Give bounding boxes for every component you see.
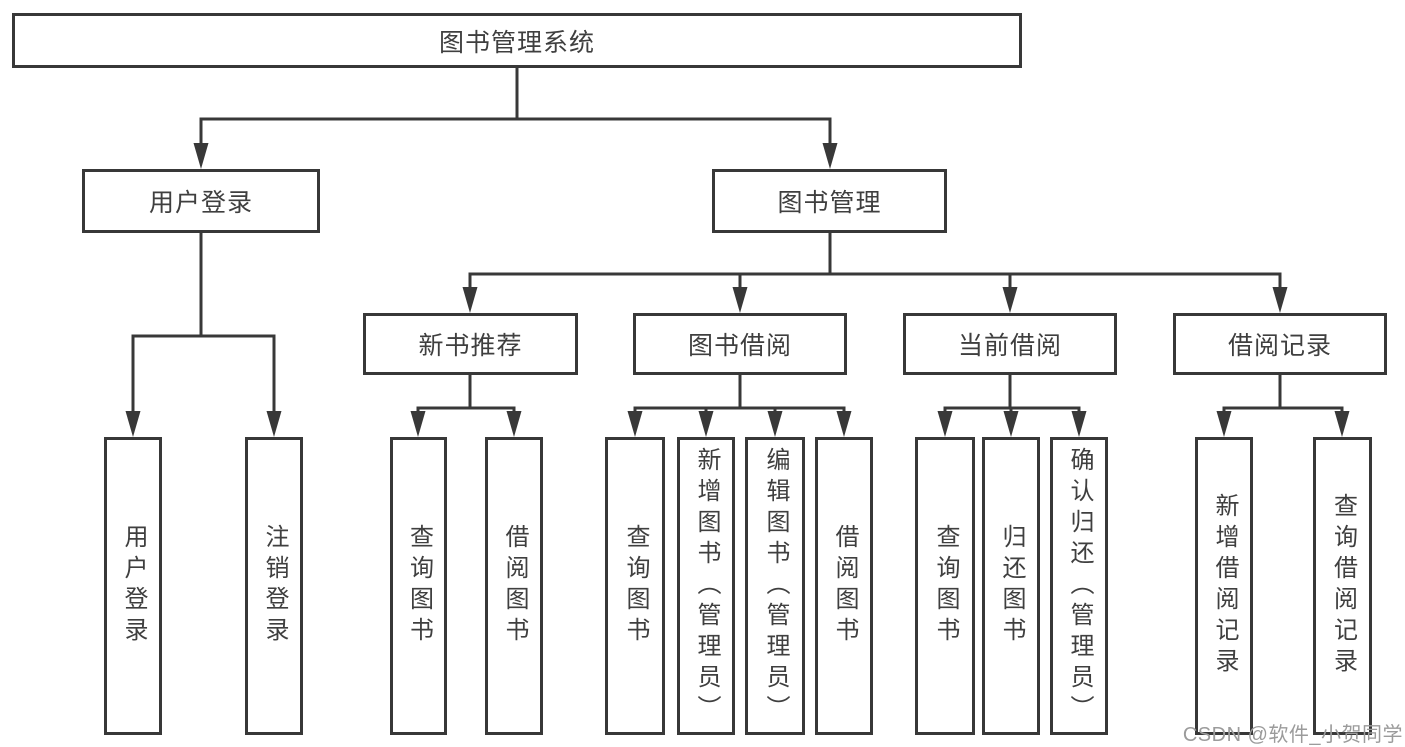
node-add-borrow-record: 新增借阅记录 <box>1195 437 1253 735</box>
connector-level2-branch <box>199 117 832 146</box>
watermark: CSDN @软件_小贺同学 <box>1182 724 1403 746</box>
arrowhead-icon <box>627 411 643 437</box>
node-edit-book-admin-label: 编辑图书（管理员） <box>762 446 789 726</box>
node-current-borrow-label: 当前借阅 <box>957 332 1062 360</box>
arrowhead-icon <box>193 143 209 169</box>
node-return-book-label: 归还图书 <box>998 524 1025 648</box>
node-current-borrow: 当前借阅 <box>903 313 1117 375</box>
arrowhead-icon <box>266 411 282 437</box>
connector-records-branch <box>1222 406 1344 414</box>
node-add-book-admin: 新增图书（管理员） <box>677 437 735 735</box>
node-borrow-query-book-label: 查询图书 <box>622 524 649 648</box>
arrowhead-icon <box>410 411 426 437</box>
node-return-book: 归还图书 <box>982 437 1040 735</box>
arrowhead-icon <box>767 411 783 437</box>
node-borrow-records: 借阅记录 <box>1173 313 1387 375</box>
arrowhead-icon <box>698 411 714 437</box>
node-recommend-borrow-book: 借阅图书 <box>485 437 543 735</box>
connector-user-login-branch <box>131 334 276 412</box>
node-recommend-query-book: 查询图书 <box>390 437 447 735</box>
node-book-borrow: 图书借阅 <box>633 313 847 375</box>
node-recommend-borrow-book-label: 借阅图书 <box>501 524 528 648</box>
node-book-management-label: 图书管理 <box>777 189 882 217</box>
node-book-management: 图书管理 <box>712 169 947 233</box>
node-current-query-book-label: 查询图书 <box>932 524 959 648</box>
node-confirm-return-admin: 确认归还（管理员） <box>1050 437 1108 735</box>
arrowhead-icon <box>462 287 478 313</box>
node-library-system: 图书管理系统 <box>12 13 1022 68</box>
node-query-borrow-record: 查询借阅记录 <box>1313 437 1372 735</box>
node-recommend-query-book-label: 查询图书 <box>405 524 433 648</box>
node-new-book-recommend-label: 新书推荐 <box>418 332 523 360</box>
arrowhead-icon <box>937 411 953 437</box>
arrowhead-icon <box>822 143 838 169</box>
node-book-borrow-label: 图书借阅 <box>687 332 792 360</box>
arrowhead-icon <box>125 411 141 437</box>
node-confirm-return-admin-label: 确认归还（管理员） <box>1066 446 1093 726</box>
node-add-borrow-record-label: 新增借阅记录 <box>1211 493 1238 679</box>
node-logout: 注销登录 <box>245 437 303 735</box>
node-current-query-book: 查询图书 <box>915 437 975 735</box>
node-edit-book-admin: 编辑图书（管理员） <box>745 437 805 735</box>
node-user-login-leaf: 用户登录 <box>104 437 162 735</box>
node-borrow-query-book: 查询图书 <box>605 437 665 735</box>
connector-level3-branch <box>468 272 1282 290</box>
node-add-book-admin-label: 新增图书（管理员） <box>693 446 720 726</box>
arrowhead-icon <box>836 411 852 437</box>
node-user-login-label: 用户登录 <box>148 189 253 217</box>
connector-borrow-branch <box>633 406 846 414</box>
node-logout-label: 注销登录 <box>261 524 288 648</box>
arrowhead-icon <box>1071 411 1087 437</box>
connector-recommend-branch <box>416 406 516 414</box>
arrowhead-icon <box>1003 411 1019 437</box>
node-library-system-label: 图书管理系统 <box>438 28 595 57</box>
arrowhead-icon <box>1334 411 1350 437</box>
node-query-borrow-record-label: 查询借阅记录 <box>1329 493 1357 679</box>
node-borrow-records-label: 借阅记录 <box>1227 332 1332 360</box>
node-user-login: 用户登录 <box>82 169 320 233</box>
node-borrow-book-label: 借阅图书 <box>831 524 858 648</box>
node-new-book-recommend: 新书推荐 <box>363 313 578 375</box>
arrowhead-icon <box>506 411 522 437</box>
node-user-login-leaf-label: 用户登录 <box>120 524 147 648</box>
arrowhead-icon <box>1272 287 1288 313</box>
arrowhead-icon <box>1002 287 1018 313</box>
arrowhead-icon <box>1216 411 1232 437</box>
node-borrow-book: 借阅图书 <box>815 437 873 735</box>
arrowhead-icon <box>732 287 748 313</box>
